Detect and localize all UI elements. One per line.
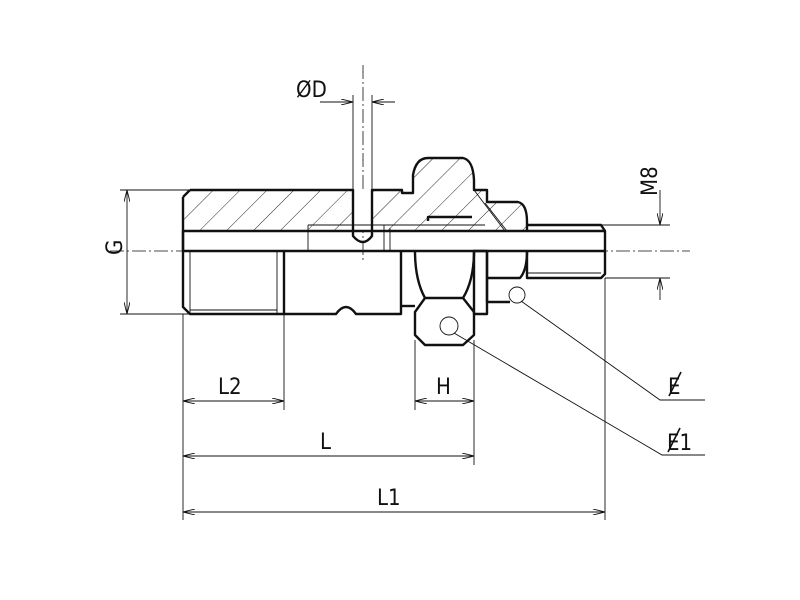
port-e-circle — [439, 316, 459, 336]
extension-lines — [120, 95, 670, 520]
diameter-slash-icon — [668, 371, 682, 397]
diameter-slash-icon — [667, 427, 681, 453]
label-bore-diameter: ØD — [296, 78, 327, 103]
label-length-l: L — [320, 430, 331, 455]
body-section-hatched — [183, 158, 527, 231]
label-hex-h: H — [436, 375, 451, 400]
label-diameter-e: E — [668, 375, 681, 400]
port-e1-circle — [508, 286, 526, 304]
thread-lines — [189, 189, 601, 314]
fitting-body-outline — [181, 156, 607, 347]
label-diameter-e1: E1 — [667, 431, 692, 456]
label-length-l2: L2 — [218, 375, 242, 400]
label-thread-m8: M8 — [638, 166, 663, 196]
label-thread-g: G — [103, 240, 128, 255]
label-length-l1: L1 — [377, 486, 401, 511]
dimension-lines — [127, 102, 705, 512]
